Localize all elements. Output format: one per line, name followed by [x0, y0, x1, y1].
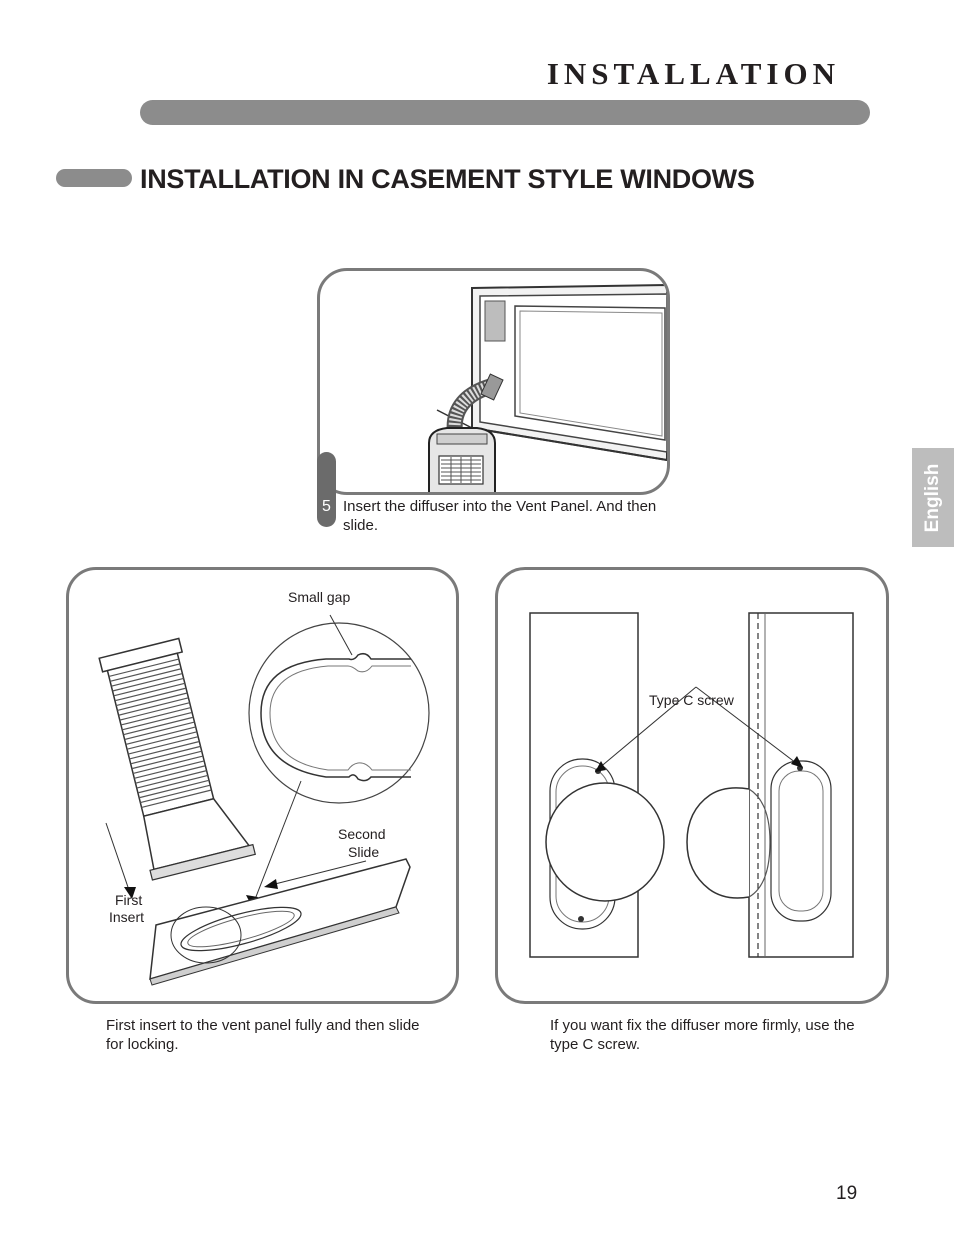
type-c-screw-label: Type C screw: [649, 692, 734, 708]
section-title: INSTALLATION IN CASEMENT STYLE WINDOWS: [140, 164, 755, 194]
first-label: First: [115, 892, 143, 908]
step-tab: [317, 452, 336, 527]
diffuser-insert-illustration: [98, 614, 430, 986]
window-unit-illustration: [428, 283, 667, 492]
section-marker: [56, 169, 132, 187]
left-figure-caption: First insert to the vent panel fully and…: [106, 1017, 420, 1053]
step5-caption: Insert the diffuser into the Vent Panel.…: [343, 498, 657, 534]
header-bar: [140, 100, 870, 125]
page-number: 19: [836, 1183, 858, 1204]
second-label: Second: [338, 826, 386, 842]
insert-label: Insert: [109, 909, 145, 925]
language-tab: English: [912, 448, 954, 547]
step5-illustration-panel: [317, 268, 670, 495]
language-tab-label: English: [922, 463, 943, 532]
diffuser-insert-panel: [66, 567, 459, 1004]
right-figure-caption: If you want fix the diffuser more firmly…: [550, 1017, 855, 1053]
slide-label: Slide: [348, 844, 380, 860]
small-gap-label: Small gap: [288, 589, 351, 605]
screw-fixing-panel: [495, 567, 889, 1004]
step-number: 5: [322, 498, 331, 515]
screw-fixing-illustration: [529, 612, 854, 958]
